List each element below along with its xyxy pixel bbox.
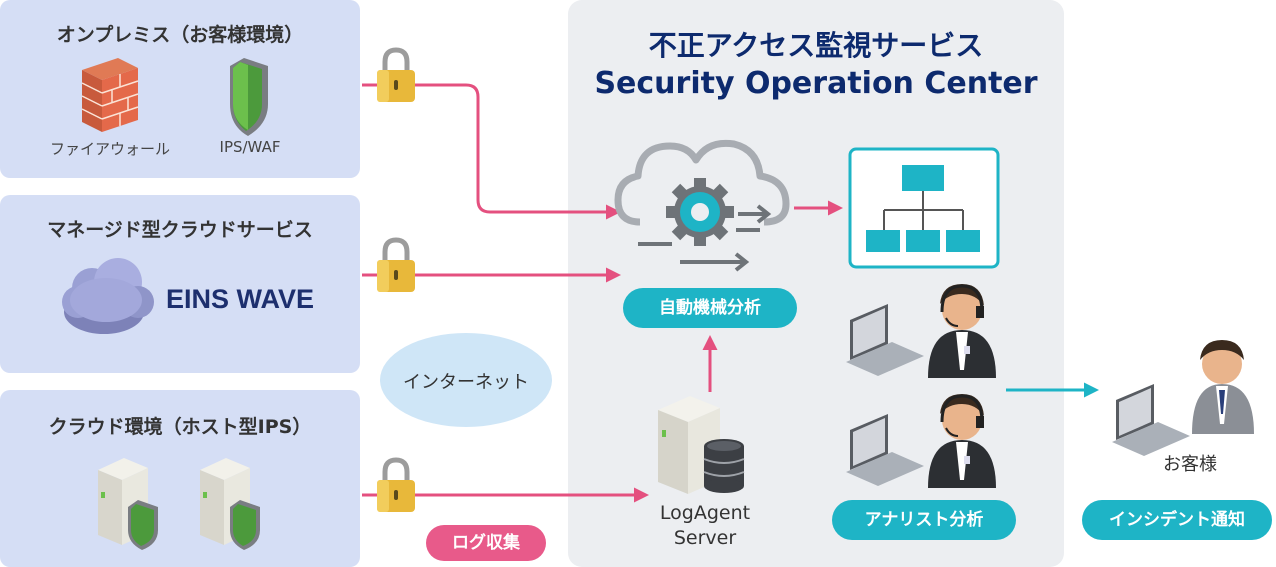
- managed-cloud-title: マネージド型クラウドサービス: [47, 219, 313, 241]
- internet-label: インターネット: [403, 372, 529, 393]
- lock-icon: [377, 237, 415, 292]
- soc-title-ja: 不正アクセス監視サービス: [648, 29, 984, 62]
- ips-waf-label: IPS/WAF: [219, 138, 281, 156]
- cloud-icon: [62, 258, 154, 334]
- connection-line-onpremise: [362, 83, 621, 220]
- managed-cloud-panel: マネージド型クラウドサービス: [0, 195, 360, 373]
- firewall-icon: [81, 58, 139, 132]
- onpremise-panel: オンプレミス（お客様環境）: [0, 0, 360, 178]
- shield-icon: [230, 58, 268, 136]
- log-collect-badge: ログ収集: [426, 525, 546, 561]
- eins-wave-logo: EINS WAVE: [166, 284, 315, 314]
- firewall-label: ファイアウォール: [49, 140, 170, 158]
- customer-icon: [1112, 340, 1254, 456]
- onpremise-title: オンプレミス（お客様環境）: [56, 24, 304, 46]
- cloud-env-title: クラウド環境（ホスト型IPS）: [48, 416, 312, 438]
- lock-icon: [377, 47, 415, 102]
- log-agent-server-label-line1: LogAgent: [659, 502, 751, 524]
- cloud-gear-icon: [614, 139, 790, 272]
- server-shield-icon: [200, 458, 260, 550]
- customer-label: お客様: [1163, 454, 1217, 475]
- log-agent-server-icon: [658, 396, 745, 494]
- soc-title-en: Security Operation Center: [594, 66, 1038, 101]
- analysis-tree-icon: [848, 147, 1000, 269]
- analyst-icon: [846, 394, 996, 488]
- analyst-analysis-badge: アナリスト分析: [832, 500, 1016, 540]
- analyst-icon: [846, 284, 996, 378]
- internet-bubble: [380, 333, 552, 427]
- cloud-env-panel: クラウド環境（ホスト型IPS）: [0, 390, 360, 567]
- log-agent-server-label-line2: Server: [673, 527, 737, 549]
- auto-analysis-badge: 自動機械分析: [623, 288, 797, 328]
- incident-notify-badge: インシデント通知: [1082, 500, 1272, 540]
- server-shield-icon: [98, 458, 158, 550]
- lock-icon: [377, 457, 415, 512]
